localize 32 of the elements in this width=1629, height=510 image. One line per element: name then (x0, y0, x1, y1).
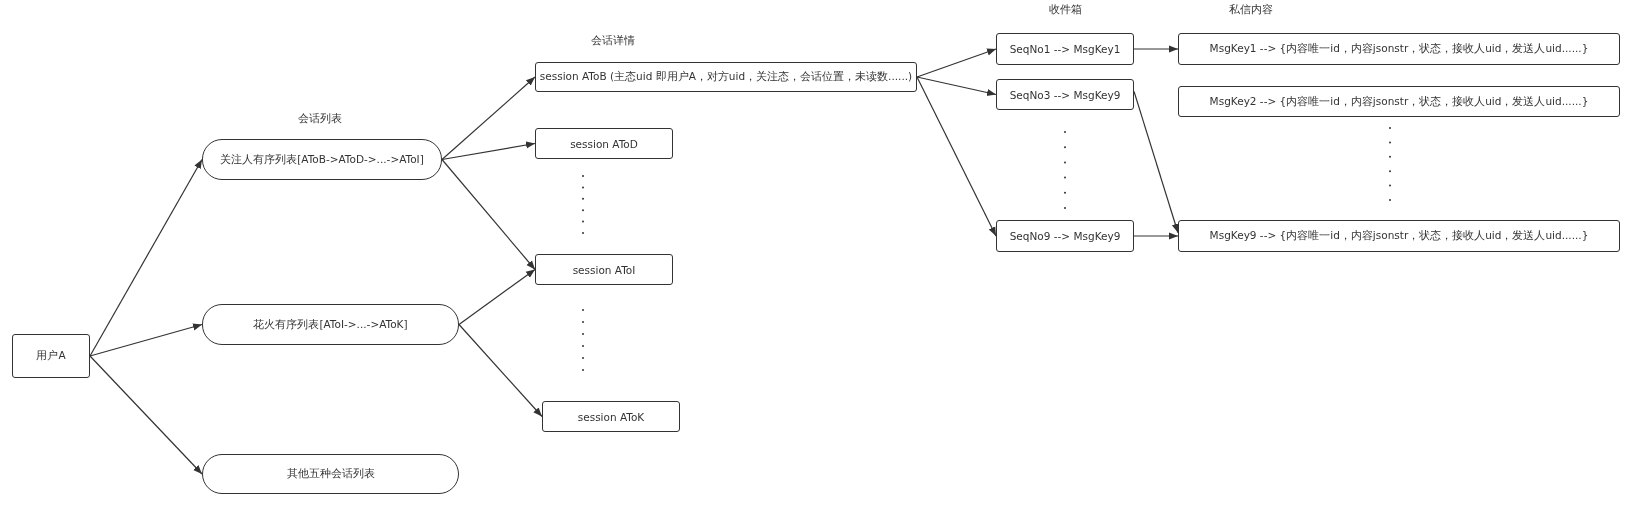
list-box: 关注人有序列表[AToB->AToD->...->AToI] (202, 139, 442, 180)
arrow (916, 76, 997, 237)
arrow (916, 48, 997, 78)
arrow (89, 355, 203, 475)
arrow (458, 268, 536, 326)
list-box: 其他五种会话列表 (202, 454, 459, 494)
arrow (441, 141, 536, 161)
list-box: 花火有序列表[AToI->...->AToK] (202, 304, 459, 345)
process-box: MsgKey9 --> {内容唯一id，内容jsonstr，状态，接收人uid，发送人uid......} (1178, 220, 1620, 252)
arrow (89, 158, 203, 357)
column-heading: 会话详情 (591, 34, 635, 48)
arrow (89, 323, 203, 357)
process-box: SeqNo1 --> MsgKey1 (996, 33, 1134, 65)
arrow (916, 76, 997, 97)
process-box: MsgKey1 --> {内容唯一id，内容jsonstr，状态，接收人uid，发送人uid......} (1178, 33, 1620, 65)
process-box: SeqNo3 --> MsgKey9 (996, 79, 1134, 110)
process-box: SeqNo9 --> MsgKey9 (996, 220, 1134, 252)
arrow (458, 323, 543, 418)
arrow (1133, 45, 1179, 53)
arrow (1133, 90, 1179, 234)
process-box: MsgKey2 --> {内容唯一id，内容jsonstr，状态，接收人uid，发送人uid......} (1178, 86, 1620, 117)
arrow (1133, 232, 1179, 240)
column-heading: 私信内容 (1229, 3, 1273, 17)
column-heading: 收件箱 (1048, 3, 1082, 17)
process-box: session AToK (542, 401, 680, 432)
process-box: session AToB (主态uid 即用户A，对方uid，关注态，会话位置，未读数......) (535, 62, 917, 92)
arrow (441, 76, 536, 161)
column-heading: 会话列表 (298, 112, 342, 126)
arrow (441, 158, 536, 271)
process-box: session AToD (535, 128, 673, 159)
process-box: session AToI (535, 254, 673, 285)
process-box: 用户A (12, 334, 90, 378)
